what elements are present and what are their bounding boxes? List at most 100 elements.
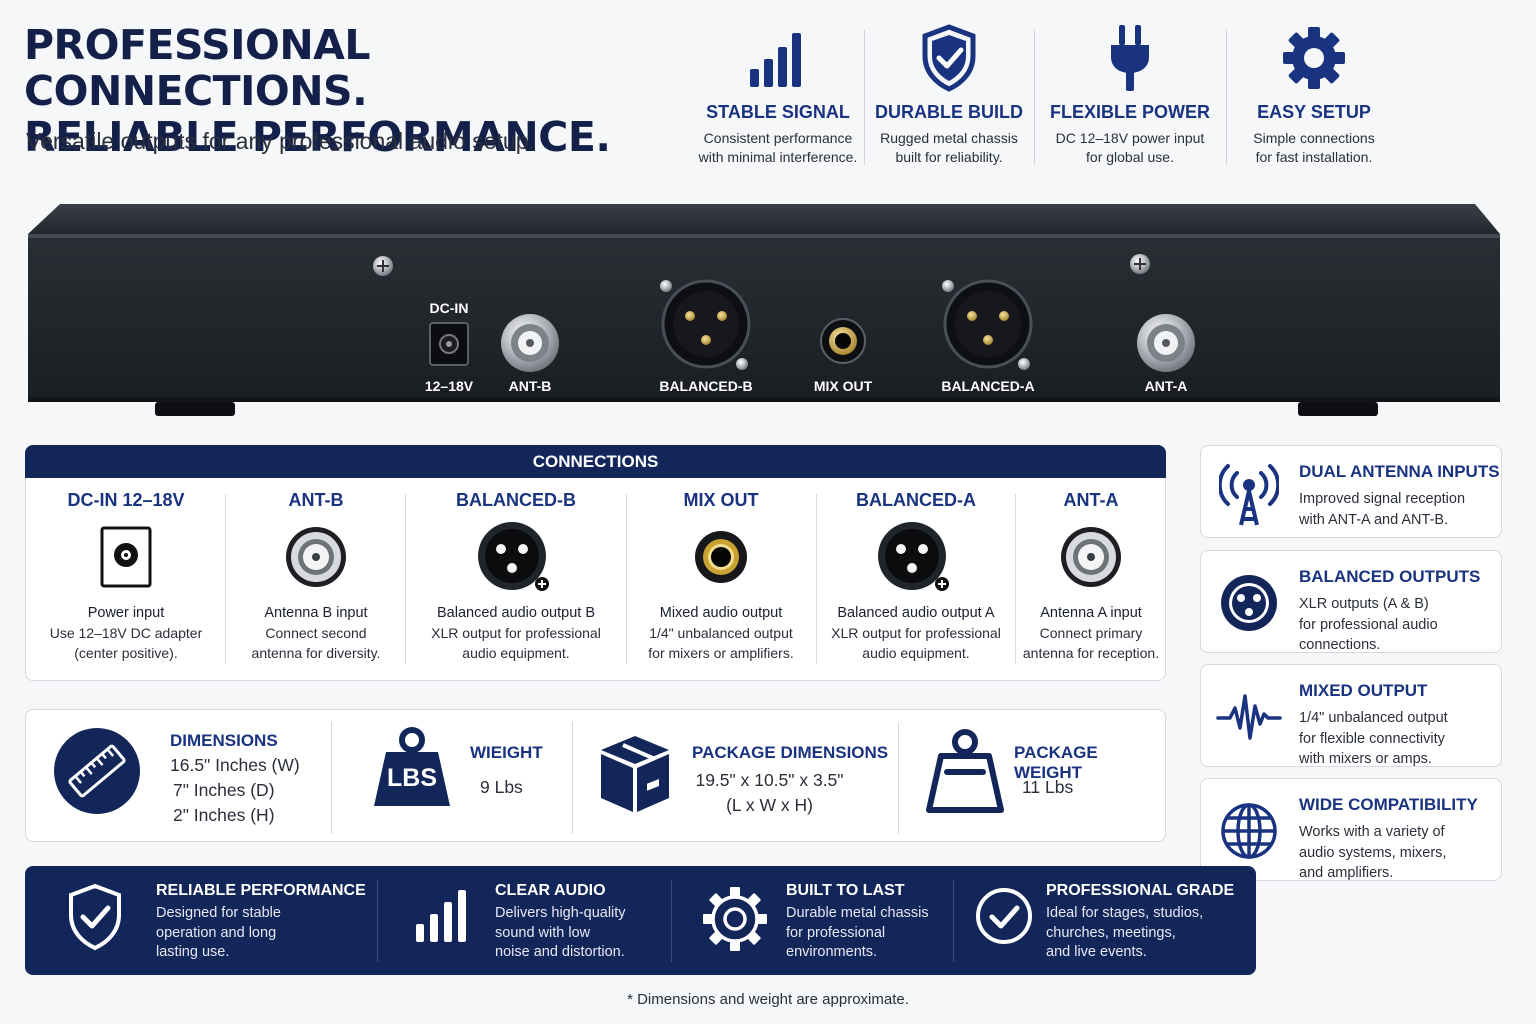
- connection-desc-line: for mixers or amplifiers.: [648, 645, 794, 661]
- benefit-desc-line: operation and long: [156, 924, 277, 941]
- gear-icon: [700, 884, 770, 959]
- globe-icon: [1215, 795, 1283, 867]
- device-label-dc-in: DC-IN: [429, 300, 469, 316]
- spec-value-line: (L x W x H): [726, 795, 813, 815]
- xlr-connector-icon: [817, 511, 1015, 603]
- divider: [864, 30, 865, 165]
- divider: [377, 880, 378, 962]
- benefit-desc-line: Durable metal chassis: [786, 905, 929, 921]
- benefit-title: PROFESSIONAL GRADE: [1046, 882, 1235, 899]
- connection-desc-main: Power input: [87, 605, 165, 621]
- title-line-2: RELIABLE PERFORMANCE.: [24, 113, 611, 161]
- feature-durable-build: DURABLE BUILD Rugged metal chassis built …: [866, 18, 1032, 167]
- benefit-desc-line: Designed for stable: [156, 905, 281, 921]
- connections-heading: CONNECTIONS: [25, 445, 1166, 479]
- benefit-clear-audio: CLEAR AUDIO Delivers high-quality sound w…: [378, 866, 671, 975]
- weight-lbs-icon: LBS: [372, 726, 452, 813]
- device-label-balanced-a: BALANCED-A: [941, 378, 1035, 394]
- device-label-balanced-b: BALANCED-B: [659, 378, 753, 394]
- box-icon: [597, 732, 673, 821]
- benefit-desc-line: Delivers high-quality: [495, 905, 626, 921]
- connection-desc-line: Connect second: [265, 625, 367, 641]
- connection-balanced-a: BALANCED-A Balanced audio output A XLR o…: [817, 478, 1015, 681]
- footnote: * Dimensions and weight are approximate.: [627, 991, 909, 1008]
- connection-title: DC-IN 12–18V: [67, 490, 185, 510]
- shield-check-icon: [866, 18, 1032, 98]
- connection-mix-out: MIX OUT Mixed audio output 1/4" unbalanc…: [627, 478, 815, 681]
- connection-balanced-b: BALANCED-B Balanced audio output B XLR o…: [406, 478, 626, 681]
- connection-desc-main: Balanced audio output B: [436, 605, 595, 621]
- divider: [572, 722, 573, 834]
- divider: [1015, 494, 1016, 664]
- feature-desc-line: for global use.: [1086, 149, 1174, 165]
- feature-title: FLEXIBLE POWER: [1049, 102, 1210, 122]
- divider: [816, 494, 817, 664]
- benefit-built-to-last: BUILT TO LAST Durable metal chassis for p…: [672, 866, 953, 975]
- spec-package-dimensions: PACKAGE DIMENSIONS 19.5" x 10.5" x 3.5" …: [573, 710, 898, 843]
- divider: [1226, 30, 1227, 165]
- connection-desc-line: (center positive).: [74, 645, 178, 661]
- signal-bars-icon: [694, 18, 862, 98]
- gear-icon: [1228, 18, 1400, 98]
- benefit-desc-line: for professional: [786, 924, 886, 941]
- connection-desc-main: Antenna B input: [264, 605, 368, 621]
- connection-title: BALANCED-A: [856, 490, 976, 510]
- benefit-desc-line: sound with low: [495, 924, 591, 941]
- feature-title: STABLE SIGNAL: [706, 102, 850, 122]
- spec-title: PACKAGE DIMENSIONS: [692, 743, 889, 762]
- benefit-title: CLEAR AUDIO: [495, 882, 606, 899]
- divider: [953, 880, 954, 962]
- benefit-title: RELIABLE PERFORMANCE: [156, 882, 366, 899]
- bnc-connector-icon: [1016, 511, 1166, 603]
- card-desc-line: for professional audio: [1299, 616, 1438, 633]
- page-subtitle: Versatile outputs for any professional a…: [26, 128, 535, 154]
- benefit-reliable-performance: RELIABLE PERFORMANCE Designed for stable…: [25, 866, 377, 975]
- feature-desc-line: built for reliability.: [895, 149, 1003, 165]
- connection-dc-in: DC-IN 12–18V Power input Use 12–18V DC a…: [26, 478, 226, 681]
- connections-panel: DC-IN 12–18V Power input Use 12–18V DC a…: [25, 478, 1166, 681]
- divider: [1034, 30, 1035, 165]
- card-desc-line: Improved signal reception: [1299, 491, 1466, 507]
- divider: [405, 494, 406, 664]
- device-label-mix-out: MIX OUT: [813, 378, 873, 394]
- spec-dimensions: DIMENSIONS 16.5" Inches (W) 7" Inches (D…: [26, 710, 331, 843]
- card-wide-compatibility: WIDE COMPATIBILITY Works with a variety …: [1200, 778, 1502, 881]
- card-title: DUAL ANTENNA INPUTS: [1299, 462, 1500, 481]
- card-balanced-outputs: BALANCED OUTPUTS XLR outputs (A & B) for …: [1200, 550, 1502, 653]
- xlr-icon: [1215, 567, 1283, 639]
- quarter-inch-jack-icon: [627, 511, 815, 603]
- benefit-title: BUILT TO LAST: [786, 882, 905, 899]
- antenna-tower-icon: [1215, 458, 1283, 530]
- card-desc-line: Works with a variety of: [1299, 824, 1445, 840]
- card-desc-line: XLR outputs (A & B): [1299, 596, 1429, 612]
- benefit-desc-line: Ideal for stages, studios,: [1046, 905, 1204, 921]
- bnc-connector-icon: [226, 511, 406, 603]
- card-title: BALANCED OUTPUTS: [1299, 567, 1481, 586]
- check-circle-icon: [974, 886, 1034, 951]
- card-title: MIXED OUTPUT: [1299, 681, 1428, 700]
- dc-jack-icon: [26, 511, 226, 603]
- connection-title: ANT-B: [288, 490, 344, 510]
- device-label-ant-b: ANT-B: [508, 378, 552, 394]
- card-desc-line: audio systems, mixers,: [1299, 844, 1447, 861]
- benefit-professional-grade: PROFESSIONAL GRADE Ideal for stages, stu…: [954, 866, 1256, 975]
- spec-weight: LBS WIEIGHT 9 Lbs: [332, 710, 572, 843]
- benefit-desc-line: and live events.: [1046, 944, 1147, 960]
- spec-title: PACKAGE WEIGHT: [1014, 743, 1098, 782]
- connection-desc-main: Mixed audio output: [659, 605, 783, 621]
- divider: [626, 494, 627, 664]
- feature-title: DURABLE BUILD: [875, 102, 1023, 122]
- card-desc-line: with ANT-A and ANT-B.: [1299, 511, 1449, 528]
- spec-value-line: 2" Inches (H): [173, 805, 275, 825]
- connection-desc-main: Balanced audio output A: [837, 605, 995, 621]
- spec-value-line: 7" Inches (D): [173, 780, 275, 800]
- connection-title: ANT-A: [1063, 490, 1119, 510]
- divider: [331, 722, 332, 834]
- feature-desc-line: with minimal interference.: [698, 149, 858, 165]
- benefits-bar: RELIABLE PERFORMANCE Designed for stable…: [25, 866, 1256, 975]
- feature-desc-line: Rugged metal chassis: [880, 130, 1018, 146]
- spec-values: 19.5" x 10.5" x 3.5" (L x W x H): [692, 768, 847, 818]
